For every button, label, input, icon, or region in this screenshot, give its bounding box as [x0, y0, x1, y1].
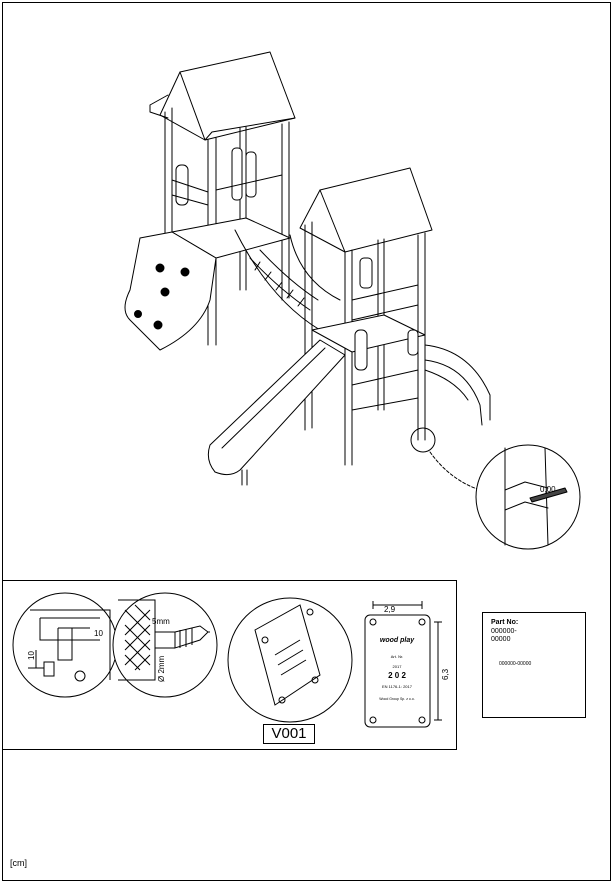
part-number-line1: 000000-: [491, 628, 517, 635]
part-number-line2: 00000: [491, 636, 511, 643]
left-roof: [179, 51, 296, 141]
right-roof: [319, 167, 433, 253]
barcode-text: 000000-00000: [499, 661, 532, 667]
climbing-wall: [124, 231, 217, 351]
detail-panel: [2, 580, 457, 750]
right-platform: [311, 314, 426, 353]
post-mark-label: 0,00: [540, 485, 556, 494]
unit-note: [cm]: [10, 858, 27, 868]
product-code: V001: [263, 724, 315, 744]
slide: [207, 339, 346, 476]
playground-illustration: 0,00: [124, 51, 581, 550]
part-tag-panel: Part No: 000000- 00000 000000-00000: [482, 612, 586, 718]
part-label: Part No:: [491, 619, 519, 626]
